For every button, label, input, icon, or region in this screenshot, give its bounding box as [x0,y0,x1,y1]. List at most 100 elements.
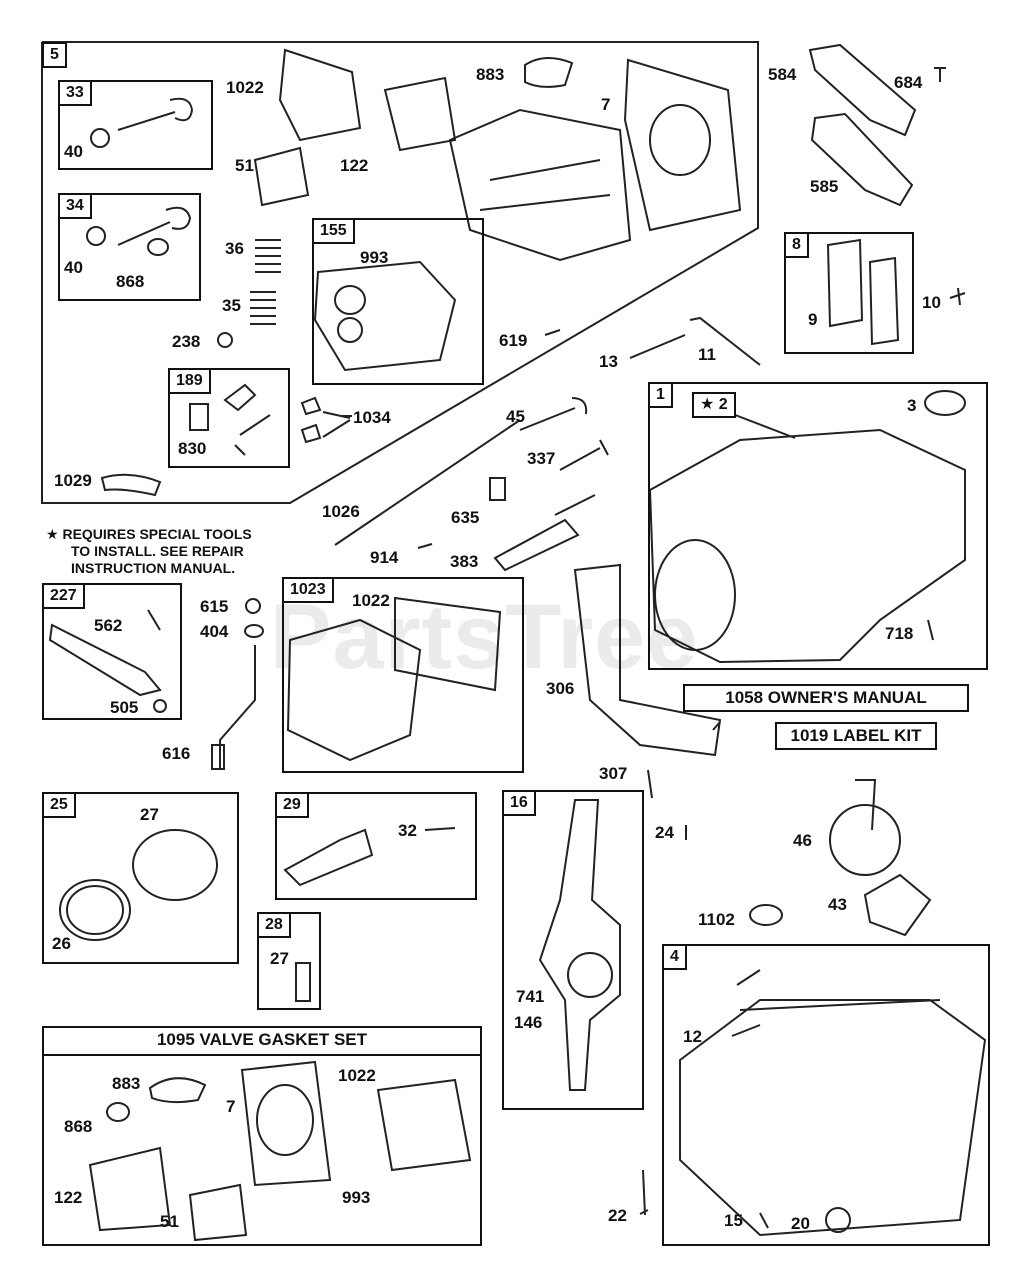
nut-615-icon [245,598,261,614]
washer-404-icon [244,624,264,638]
screw-307-icon [647,769,653,799]
owners-manual-bar: 1058 OWNER'S MANUAL [683,684,969,712]
cap-238-icon [217,332,233,348]
box-1-star-tag: ★ 2 [692,392,736,419]
part-label: 1022 [338,1066,376,1085]
box-5-tag: 5 [42,42,67,69]
piston-pin-28-icon [295,962,311,1002]
pump-43-icon [863,873,932,937]
part-label: 43 [828,895,847,914]
gasket-7b-icon [240,1060,332,1187]
part-label: 306 [546,679,575,698]
part-label: 51 [160,1212,179,1231]
sump-4-icon [679,999,987,1237]
part-label: 22 [608,1206,627,1225]
stud-13-icon [629,334,686,359]
part-label: 32 [398,821,417,840]
part-label: 11 [698,345,716,364]
part-label: 26 [52,934,71,953]
gear-741-icon [567,952,613,998]
box-4-tag: 4 [662,944,687,971]
tappet-189b-icon [223,383,271,456]
part-label: 10 [922,293,941,312]
note-line-2: TO INSTALL. SEE REPAIR [71,543,244,559]
part-label: 1102 [698,910,735,929]
part-label: 337 [527,449,556,468]
box-227-tag: 227 [42,583,85,610]
box-16: 16 [502,790,644,1110]
watermark: PartsTree [270,586,699,688]
box-155-tag: 155 [312,218,355,245]
part-label: 122 [54,1188,83,1207]
gear-46-icon [829,804,901,876]
part-label: 635 [451,508,480,527]
nut-505-icon [153,699,167,713]
part-label: 307 [599,764,628,783]
box-33-tag: 33 [58,80,92,107]
spring-36-icon [255,239,281,273]
part-label: 868 [64,1117,93,1136]
gasket-1022b-icon [394,596,502,692]
part-label: 3 [907,396,917,415]
box-25-tag: 25 [42,792,76,819]
washer-20-icon [825,1207,851,1233]
box-189: 189 [168,368,290,468]
retainer-40b-icon [86,226,106,246]
box-5-outline [41,41,759,504]
part-label: 993 [342,1188,371,1207]
bracket-584-icon [808,43,917,137]
seal-1102-icon [749,904,783,926]
part-label: 684 [894,73,923,92]
piston-25-icon [132,829,218,901]
rings-26-icon [59,879,131,941]
box-1023-tag: 1023 [282,577,334,604]
part-label: 15 [724,1211,743,1230]
part-label: 13 [599,352,618,371]
cover-155-icon [313,260,457,372]
push-rod-1026-icon [334,419,521,546]
box-227: 227 [42,583,182,720]
box-28: 28 [257,912,321,1010]
box-4: 4 [662,944,990,1246]
part-label: 1022 [226,78,264,97]
tube-11-icon [689,316,761,366]
screw-10-icon [949,287,966,306]
part-label: 45 [506,407,525,426]
part-label: 27 [270,949,289,968]
part-label: 27 [140,805,159,824]
cylinder-head-icon [448,108,632,262]
part-label: 40 [64,142,83,161]
crankshaft-16-icon [538,799,621,1091]
part-label: 9 [808,310,818,329]
special-tools-note: ★ REQUIRES SPECIAL TOOLS TO INSTALL. SEE… [46,526,252,577]
note-star: ★ [46,526,59,542]
part-label: 883 [112,1074,141,1093]
engine-block-icon [648,428,966,664]
screw-619-icon [544,329,561,336]
gasket-1022a-icon [278,48,362,142]
screw-684-icon [934,67,946,82]
part-label: 883 [476,65,505,84]
note-line-3: INSTRUCTION MANUAL. [71,560,236,576]
part-label: 404 [200,622,229,641]
part-label: 562 [94,616,123,635]
part-label: 1026 [322,502,360,521]
valve-34-icon [117,206,192,246]
box-16-tag: 16 [502,790,536,817]
valve-33-icon [117,97,194,131]
part-label: 1022 [352,591,390,610]
valve-gasket-set-box: 1095 VALVE GASKET SET [42,1026,482,1246]
box-8: 8 [784,232,914,354]
gasket-883a-icon [524,57,574,88]
screw-15-icon [759,1212,769,1229]
box-1: 1 ★ 2 [648,382,988,670]
box-34-tag: 34 [58,193,92,220]
valve-cover-1023-icon [286,618,422,762]
part-label: 505 [110,698,139,717]
gasket-122b-icon [88,1146,172,1232]
lever-227-icon [48,623,162,697]
screw-562-icon [147,609,161,631]
part-label: 718 [885,624,914,643]
part-label: 7 [601,95,611,114]
gasket-51a-icon [253,146,310,207]
